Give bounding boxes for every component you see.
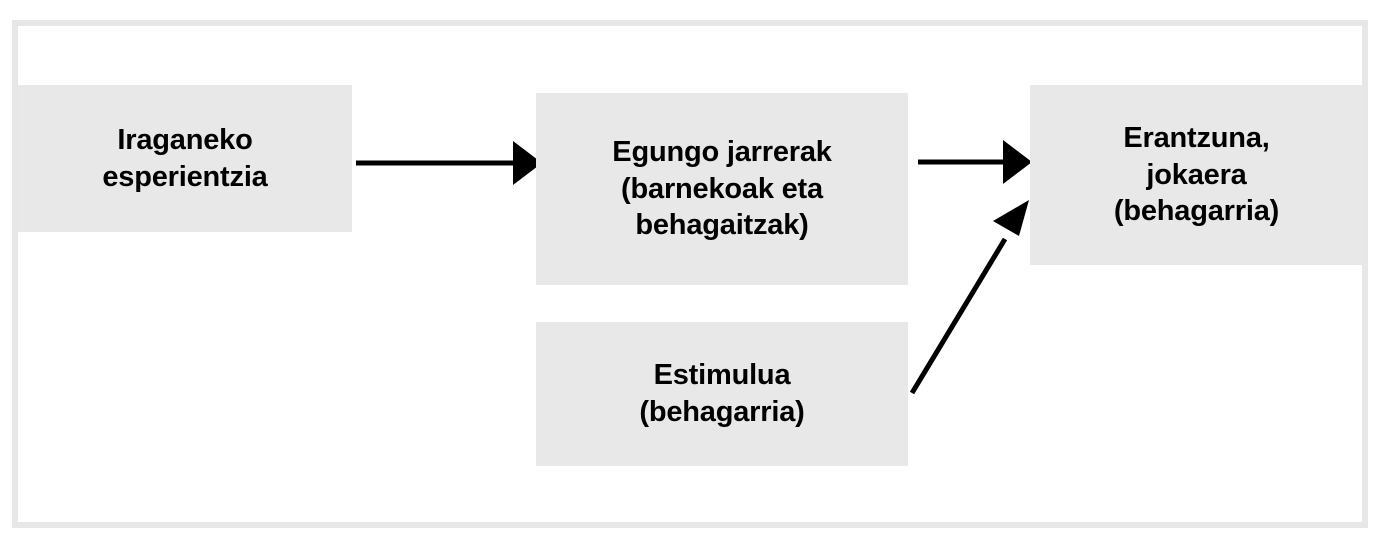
node-stimulus: Estimulua (behagarria) [536,322,908,466]
node-response: Erantzuna, jokaera (behagarria) [1030,85,1363,265]
node-past-experience: Iraganeko esperientzia [18,85,352,232]
node-current-attitudes: Egungo jarrerak (barnekoak eta behagaitz… [536,93,908,285]
